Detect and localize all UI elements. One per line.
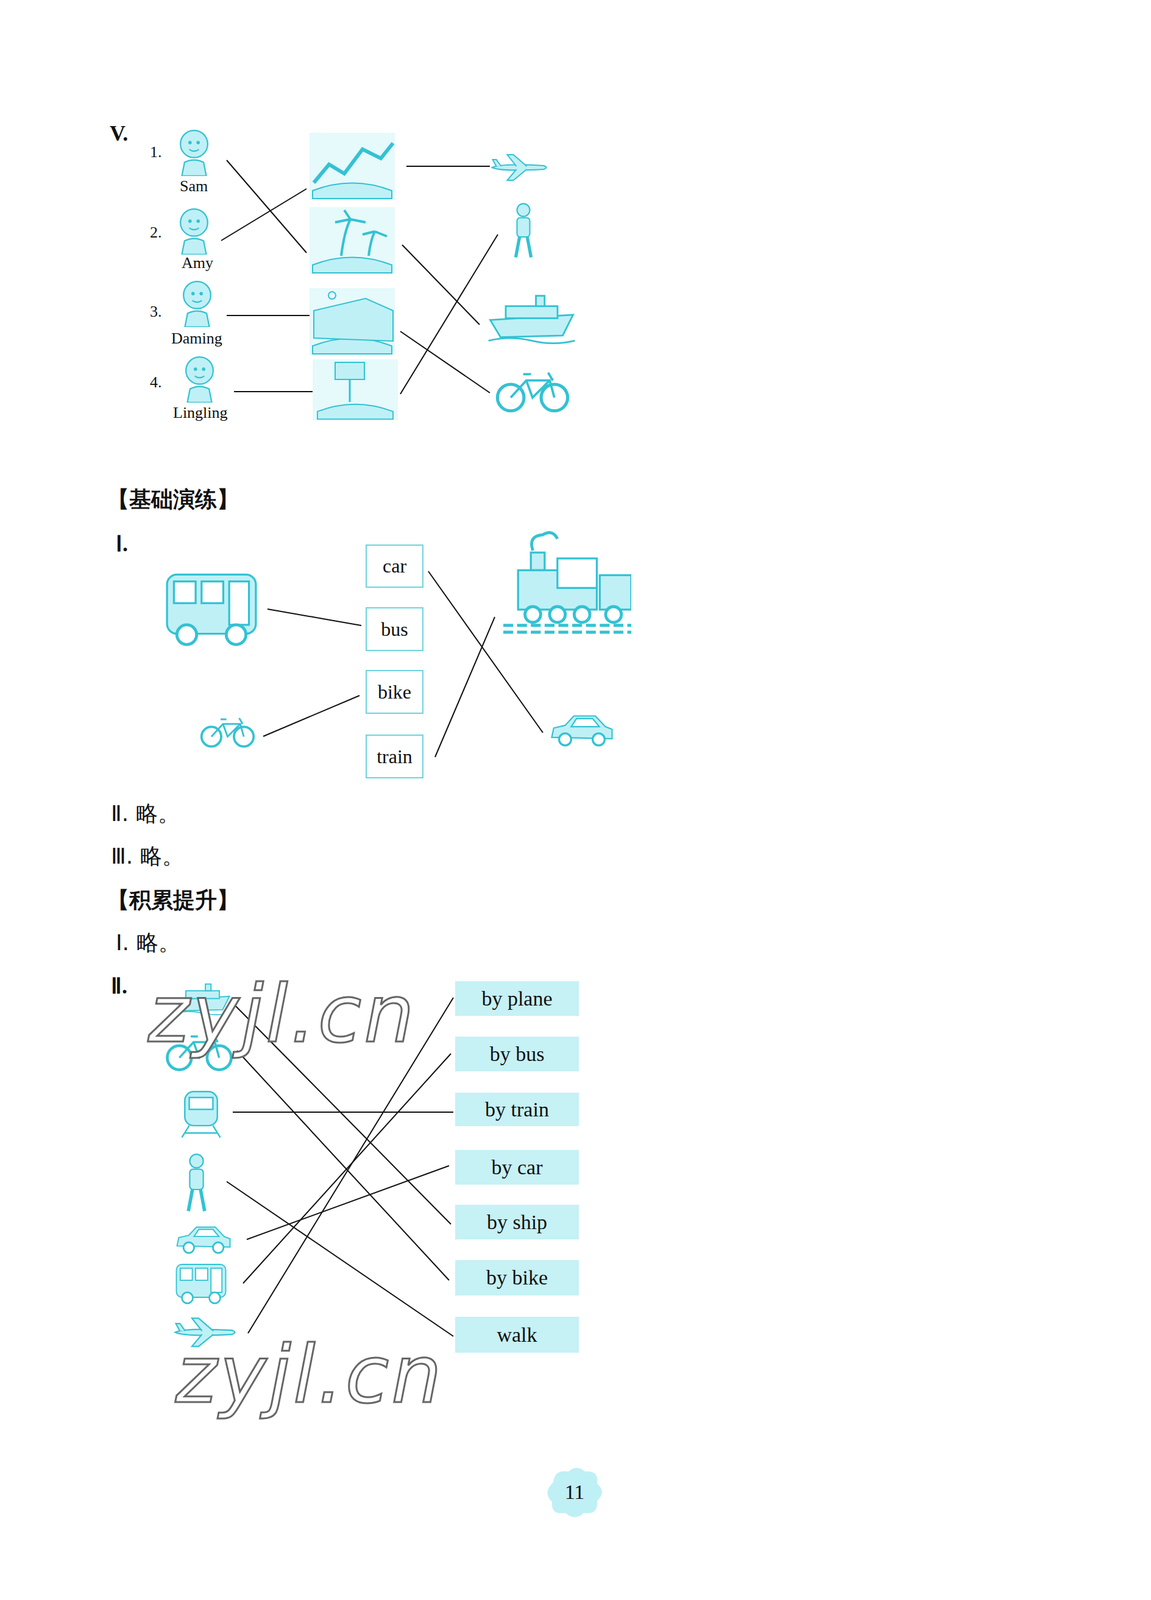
node-text: bike [377, 681, 412, 704]
answer-note: Ⅲ. 略。 [110, 844, 185, 869]
watermark: zyjl.cn [148, 974, 417, 1055]
phrase-box: by bike [455, 1260, 579, 1297]
node-text: car [382, 555, 407, 578]
word-box: train [365, 734, 424, 779]
name-label: Sam [179, 177, 208, 196]
section-number: V. [109, 121, 128, 147]
word-box: car [365, 544, 424, 588]
section-number: Ⅱ. [110, 974, 128, 1000]
name-label: Lingling [173, 404, 228, 423]
section-heading: 【基础演练】 [107, 487, 239, 512]
word-box: bike [365, 670, 424, 715]
node-text: bus [380, 618, 408, 642]
page-number-badge: 11 [541, 1464, 609, 1521]
watermark: zyjl.cn [175, 1335, 445, 1415]
node-text: by bike [486, 1266, 548, 1290]
phrase-box: walk [455, 1317, 579, 1354]
item-number: 4. [149, 374, 163, 392]
phrase-box: by car [455, 1150, 579, 1186]
item-number: 2. [149, 224, 163, 242]
node-text: by ship [486, 1211, 548, 1235]
node-text: 11 [564, 1481, 585, 1505]
answer-note: Ⅰ. 略。 [115, 931, 181, 956]
name-label: Daming [171, 330, 223, 348]
phrase-box: by ship [455, 1205, 579, 1240]
node-text: by train [485, 1098, 549, 1122]
node-text: train [376, 745, 413, 769]
node-text: by plane [481, 987, 553, 1011]
name-label: Amy [181, 254, 214, 273]
word-box: bus [365, 607, 424, 652]
section-heading: 【积累提升】 [107, 888, 239, 913]
item-number: 3. [149, 303, 163, 322]
phrase-box: by train [455, 1093, 579, 1127]
section-number: Ⅰ. [115, 532, 128, 557]
node-text: by car [491, 1156, 543, 1180]
phrase-box: by plane [455, 981, 579, 1017]
node-text: by bus [489, 1043, 545, 1067]
item-number: 1. [149, 143, 163, 162]
answer-note: Ⅱ. 略。 [110, 801, 180, 827]
phrase-box: by bus [455, 1037, 579, 1072]
node-text: walk [496, 1324, 537, 1348]
